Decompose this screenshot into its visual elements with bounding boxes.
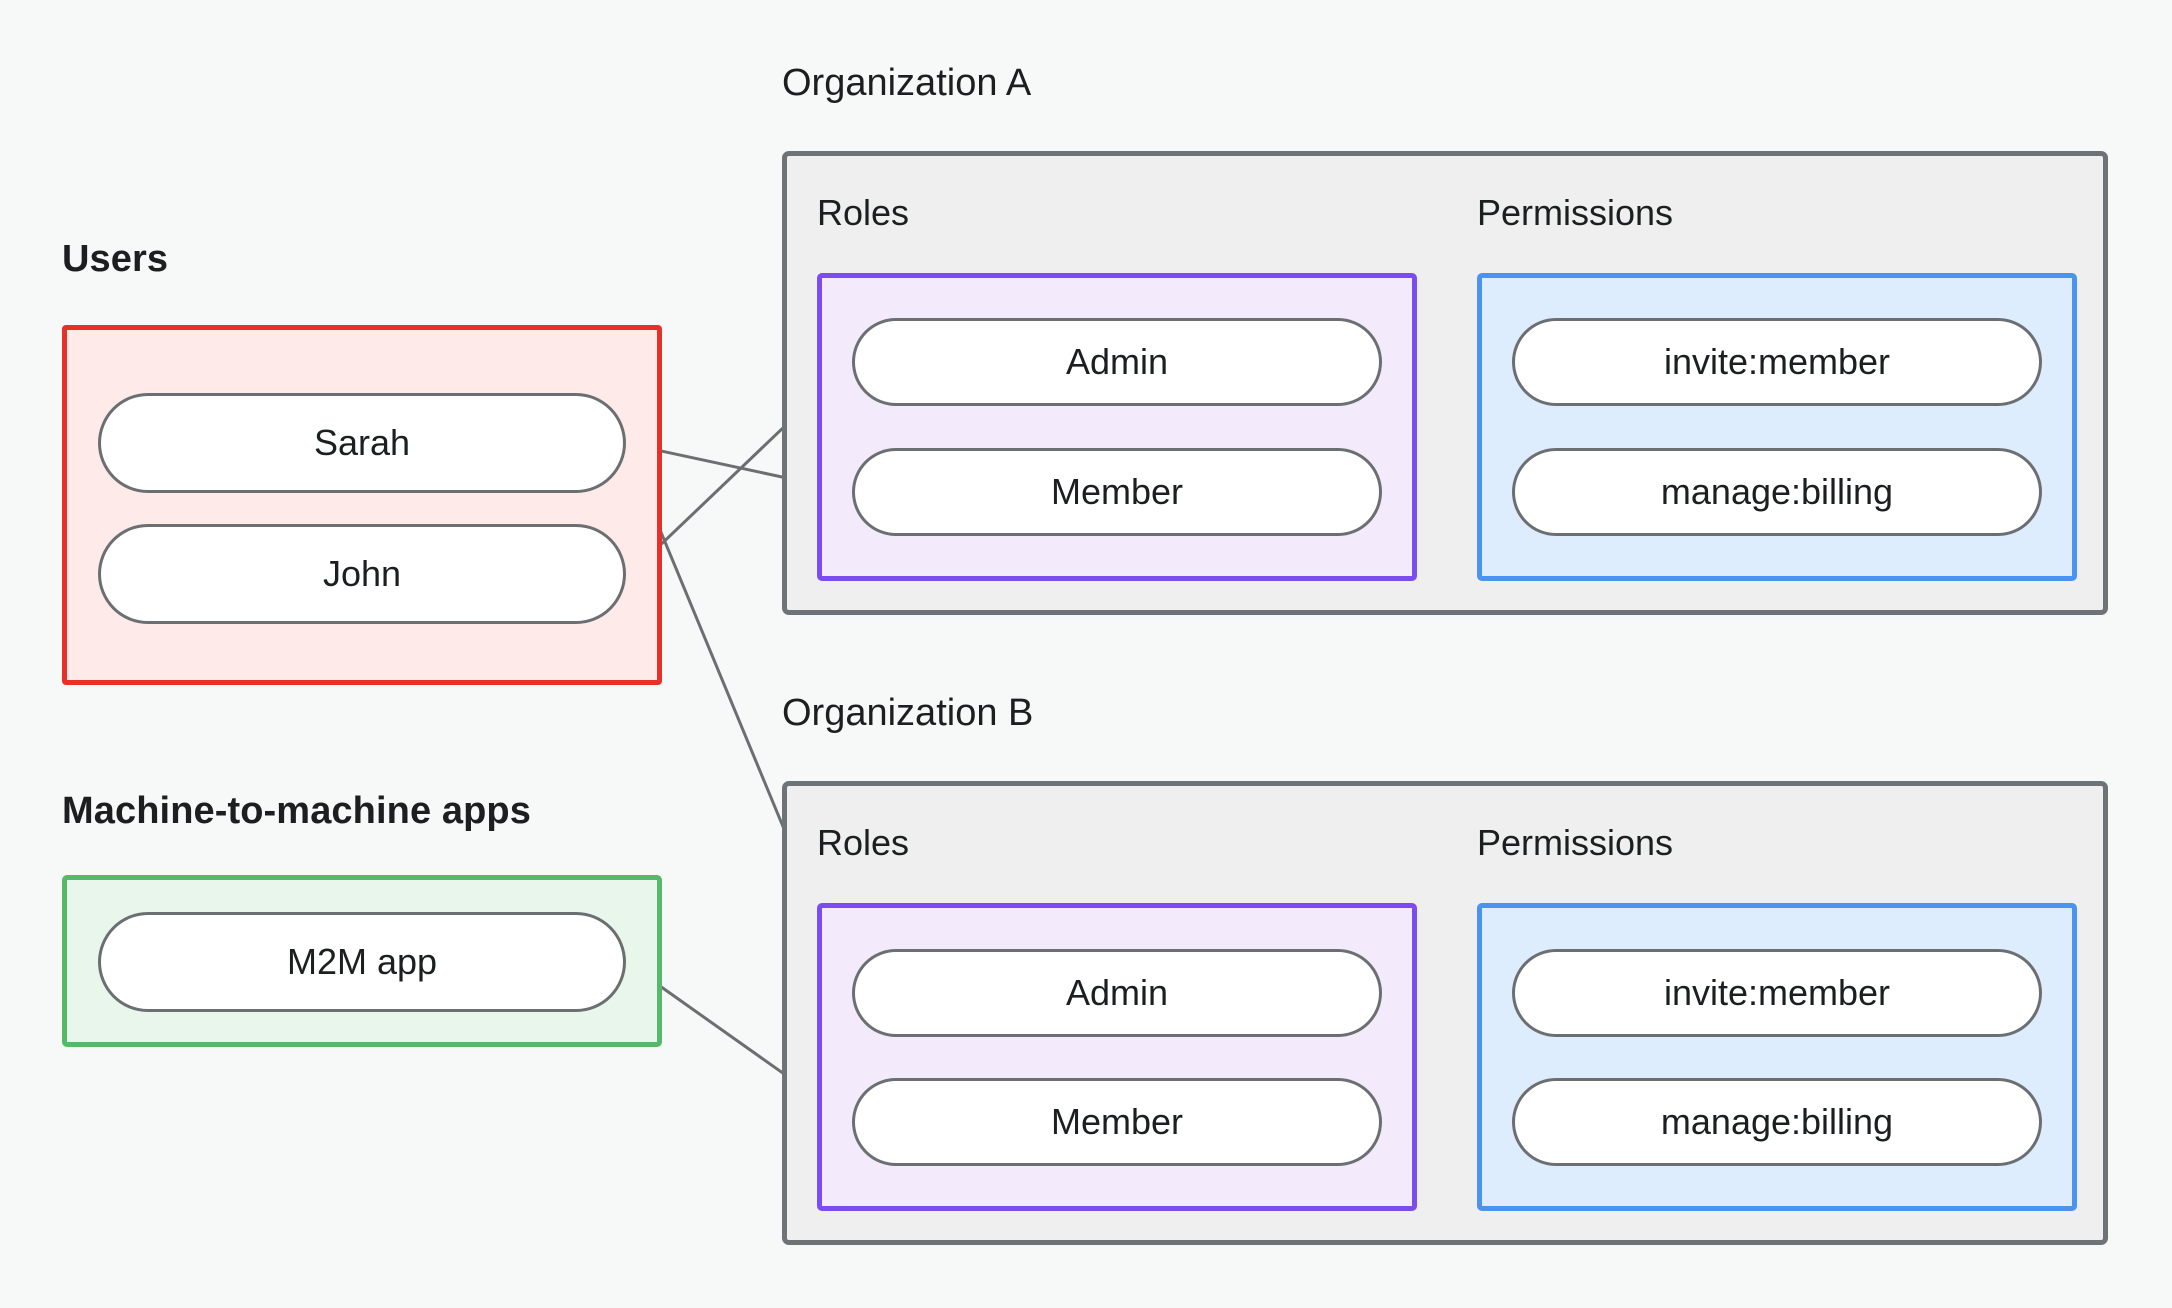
role-label-org-a-member: Member [1050,471,1184,512]
role-label-org-b-member: Member [1050,1101,1184,1142]
role-node-org-b-member[interactable]: Member [852,1078,1382,1166]
permission-label-org-b-invite-member: invite:member [1663,972,1891,1013]
users-group-box [62,325,662,685]
users-section-title: Users [62,238,169,280]
org-a-permissions-label: Permissions [1477,192,1674,233]
permission-node-org-b-manage-billing[interactable]: manage:billing [1512,1078,2042,1166]
permission-node-org-a-manage-billing[interactable]: manage:billing [1512,448,2042,536]
permission-node-org-b-invite-member[interactable]: invite:member [1512,949,2042,1037]
role-node-org-a-admin[interactable]: Admin [852,318,1382,406]
user-label-sarah: Sarah [313,422,411,463]
user-node-sarah[interactable]: Sarah [98,393,626,493]
role-node-org-a-member[interactable]: Member [852,448,1382,536]
permission-node-org-a-invite-member[interactable]: invite:member [1512,318,2042,406]
permission-label-org-a-manage-billing: manage:billing [1660,471,1894,512]
org-a-roles-label: Roles [817,192,910,233]
permission-label-org-a-invite-member: invite:member [1663,341,1891,382]
user-label-john: John [322,553,402,594]
org-a-title: Organization A [782,62,1032,104]
user-node-john[interactable]: John [98,524,626,624]
org-b-permissions-label: Permissions [1477,822,1674,863]
org-b-roles-label: Roles [817,822,910,863]
role-node-org-b-admin[interactable]: Admin [852,949,1382,1037]
role-label-org-b-admin: Admin [1065,972,1169,1013]
permission-label-org-b-manage-billing: manage:billing [1660,1101,1894,1142]
role-label-org-a-admin: Admin [1065,341,1169,382]
m2m-section-title: Machine-to-machine apps [62,790,531,832]
m2m-label-m2m-app: M2M app [286,941,438,982]
m2m-node-m2m-app[interactable]: M2M app [98,912,626,1012]
org-b-title: Organization B [782,692,1034,734]
